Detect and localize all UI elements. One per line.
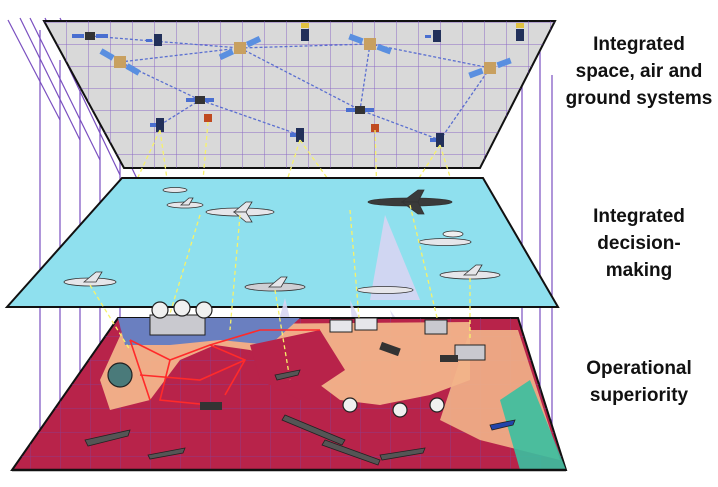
label-operational-superiority: Operational superiority — [586, 358, 692, 406]
tank-icon — [200, 341, 458, 410]
ground-links — [129, 329, 320, 406]
radar-dish-icon — [107, 299, 445, 418]
satellite-icon — [72, 23, 524, 147]
air-ground-links — [89, 204, 471, 381]
aircraft-icon — [63, 187, 501, 294]
ship-icon — [84, 369, 516, 466]
ground-plane — [10, 317, 568, 471]
label-decision-making: Integrated decision- making — [593, 206, 685, 281]
building-icon — [149, 314, 486, 361]
label-space-air-ground: Integrated space, air and ground systems — [565, 34, 713, 109]
space-plane — [42, 20, 557, 169]
